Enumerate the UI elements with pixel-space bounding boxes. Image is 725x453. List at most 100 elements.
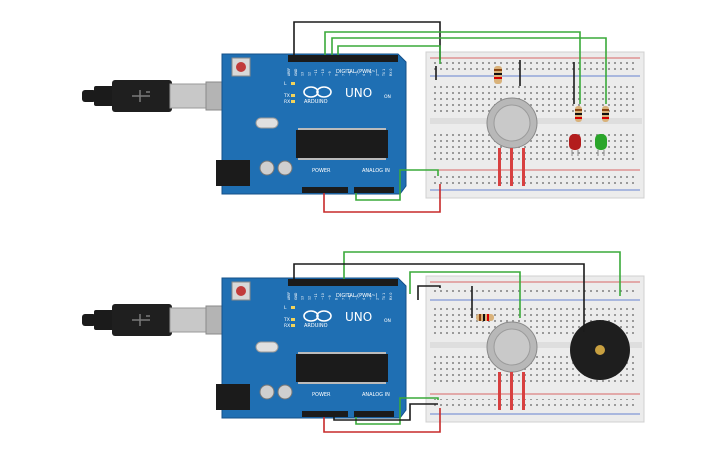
digital-pin-label: TX 1 <box>382 69 386 77</box>
l-led-label: L <box>284 81 287 87</box>
on-label: ON <box>384 94 391 100</box>
l-led-label: L <box>284 305 287 311</box>
crystal-oscillator <box>255 117 279 129</box>
digital-pin-label: ~10 <box>321 293 325 300</box>
wire-green-3 <box>337 45 441 64</box>
model-label: UNO <box>345 86 372 100</box>
reset-button[interactable] <box>231 57 251 77</box>
digital-pin-label: 8 <box>335 74 339 76</box>
digital-pin-label: RX 0 <box>389 293 393 300</box>
terminal-strip-lower <box>434 130 638 160</box>
digital-pin-label: 2 <box>375 74 379 76</box>
rx-led-indicator <box>291 100 295 103</box>
wire-black-rail <box>417 285 441 300</box>
digital-pin-label: AREF <box>287 292 291 300</box>
power-jack[interactable] <box>216 384 250 410</box>
power-header <box>302 411 348 417</box>
brand-label: ARDUINO <box>304 323 328 329</box>
digital-pin-label: RX 0 <box>389 69 393 76</box>
bottom-power-rail <box>434 399 638 409</box>
wire-green-analog <box>355 397 439 425</box>
digital-pin-label: ~9 <box>328 71 332 76</box>
microcontroller-chip <box>296 130 388 158</box>
red-led[interactable] <box>569 134 581 156</box>
digital-pin-label: AREF <box>287 68 291 76</box>
digital-pin-label: 13 <box>301 296 305 300</box>
wire-green-2 <box>331 37 607 104</box>
digital-pin-label: ~11 <box>314 69 318 76</box>
rx-label: RX <box>284 323 290 329</box>
usb-icon <box>132 90 150 102</box>
digital-pin-label: 8 <box>335 298 339 300</box>
power-jack[interactable] <box>216 160 250 186</box>
microcontroller-chip <box>296 354 388 382</box>
digital-pin-label: TX 1 <box>382 293 386 301</box>
crystal-oscillator <box>255 341 279 353</box>
wire-black-analog <box>333 403 438 421</box>
resistor-sensor[interactable] <box>494 66 502 84</box>
piezo-buzzer[interactable] <box>570 320 630 380</box>
digital-pin-label: 12 <box>307 296 311 300</box>
digital-pin-label: 7 <box>341 74 345 76</box>
tx-led-indicator <box>291 318 295 321</box>
arduino-logo-icon: ARDUINO <box>303 86 332 105</box>
analog-header <box>354 187 394 193</box>
digital-pin-label: ~5 <box>355 295 359 300</box>
wire-black-gnd <box>293 263 585 332</box>
green-led[interactable] <box>595 134 607 156</box>
digital-pin-label: GND <box>294 292 298 300</box>
digital-pin-label: 4 <box>362 298 366 300</box>
digital-pin-label: ~10 <box>321 69 325 76</box>
digital-label: DIGITAL (PWM~) <box>336 293 378 299</box>
arduino-logo-icon: ARDUINO <box>303 310 332 329</box>
resistor-sensor[interactable] <box>476 314 494 321</box>
digital-pin-label: 2 <box>375 298 379 300</box>
tx-label: TX <box>283 317 290 323</box>
gas-sensor[interactable] <box>486 97 538 186</box>
bottom-power-rail <box>434 175 638 185</box>
digital-pin-label: ~3 <box>369 71 373 76</box>
rx-label: RX <box>284 99 290 105</box>
digital-pin-label: ~5 <box>355 71 359 76</box>
power-header <box>302 187 348 193</box>
wire-green-analog <box>355 169 439 201</box>
digital-pin-label: 4 <box>362 74 366 76</box>
digital-pin-label: 12 <box>307 72 311 76</box>
reset-button[interactable] <box>231 281 251 301</box>
wire-red-5v <box>323 184 441 213</box>
tx-label: TX <box>283 93 290 99</box>
digital-header <box>288 55 398 62</box>
capacitor-2 <box>277 384 293 400</box>
wire-red-5v <box>323 408 441 433</box>
digital-pin-label: ~6 <box>348 295 352 300</box>
digital-pin-label: 13 <box>301 72 305 76</box>
digital-pin-label: 7 <box>341 298 345 300</box>
tx-led-indicator <box>291 94 295 97</box>
brand-label: ARDUINO <box>304 99 328 105</box>
top-power-rail <box>434 286 638 296</box>
wire-green-1 <box>324 31 581 104</box>
resistor-red-led[interactable] <box>575 106 582 122</box>
analog-label: ANALOG IN <box>362 392 390 398</box>
wire-green-sensor <box>409 271 521 318</box>
wire-black-gnd <box>293 21 441 60</box>
analog-label: ANALOG IN <box>362 168 390 174</box>
analog-header <box>354 411 394 417</box>
digital-pin-label: ~9 <box>328 295 332 300</box>
power-label: POWER <box>312 168 331 174</box>
power-label: POWER <box>312 392 331 398</box>
digital-pin-label: ~6 <box>348 71 352 76</box>
capacitor-1 <box>259 384 275 400</box>
digital-label: DIGITAL (PWM~) <box>336 69 378 75</box>
wires-top <box>293 21 607 213</box>
capacitor-1 <box>259 160 275 176</box>
digital-header <box>288 279 398 286</box>
resistor-green-led[interactable] <box>602 106 609 122</box>
gas-sensor[interactable] <box>486 321 538 410</box>
